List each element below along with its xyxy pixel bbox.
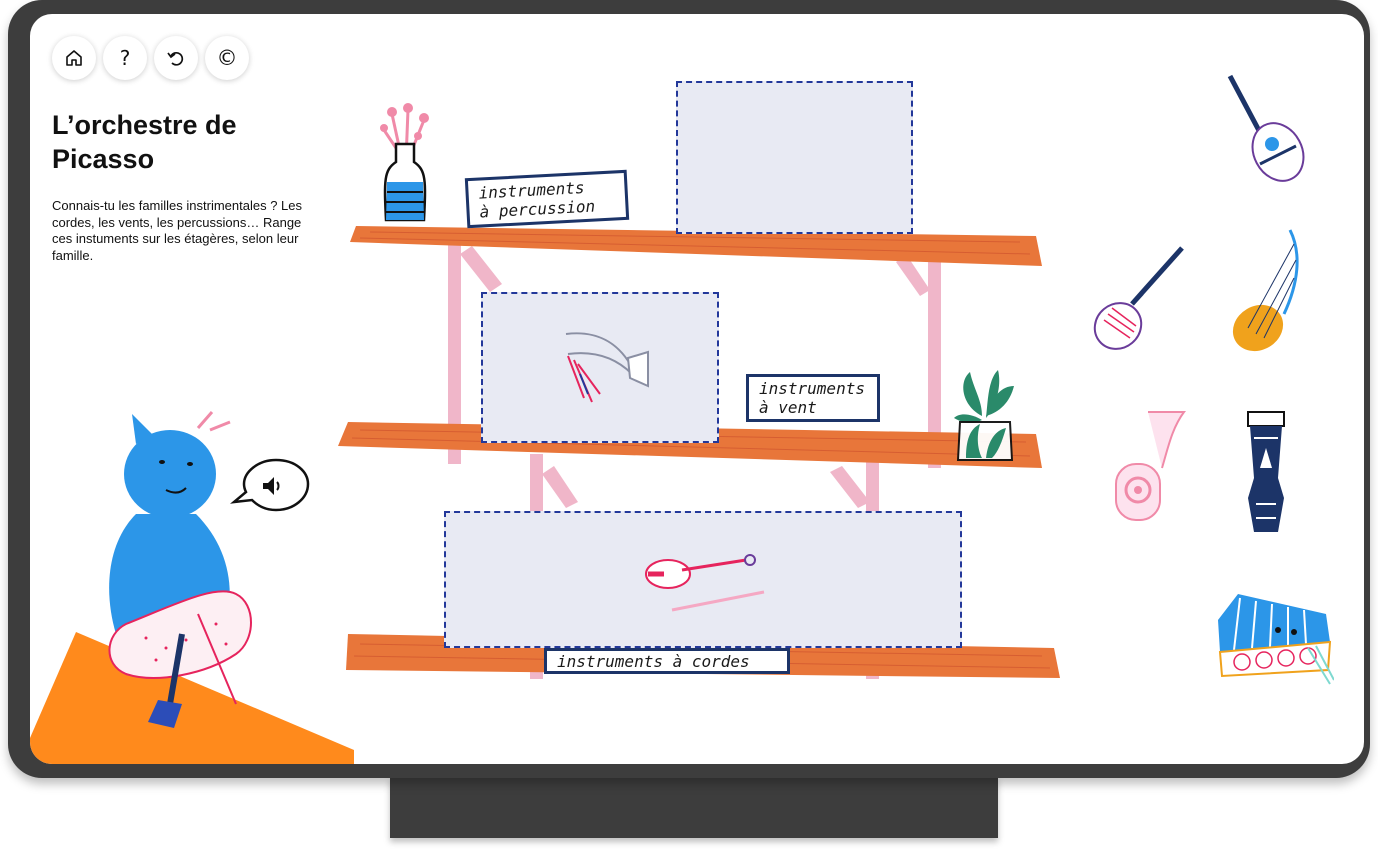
question-icon: ? [119,46,131,70]
instructions-text: Connais-tu les familles instrimentales ?… [52,198,302,263]
credits-button[interactable]: © [205,36,249,80]
dropzone-strings[interactable] [444,511,962,648]
monitor-bezel: ? © L’orchestre de Picasso Connais-tu le… [8,0,1370,778]
bugle-icon[interactable] [558,324,652,410]
potted-plant-icon [954,370,1014,461]
restart-button[interactable] [154,36,198,80]
dropzone-percussion[interactable] [676,81,913,234]
mandolin-icon[interactable] [1220,70,1316,186]
floor-cushion [30,632,354,764]
audio-button[interactable] [230,456,310,516]
lute-icon[interactable] [1084,242,1192,354]
label-strings: instruments à cordes [544,648,790,674]
speaker-icon [263,477,280,495]
copyright-icon: © [216,46,238,70]
tuba-icon[interactable] [1092,408,1188,530]
page-title: L’orchestre de Picasso [52,110,237,174]
monitor-stand [390,776,998,838]
label-wind: instruments à vent [746,374,880,422]
flower-vase-icon [380,103,429,222]
violin-icon[interactable] [642,550,768,614]
harp-lute-icon[interactable] [1228,224,1308,356]
label-wind-line1: instruments [759,379,865,398]
game-screen: ? © L’orchestre de Picasso Connais-tu le… [30,14,1364,764]
label-percussion: instruments à percussion [464,169,630,229]
faun-character [108,411,252,728]
label-wind-line2: à vent [759,398,817,417]
dropzone-wind[interactable] [481,292,719,443]
xylophone-icon[interactable] [1212,590,1334,686]
toolbar: ? © [52,36,249,80]
label-strings-text: instruments à cordes [557,651,750,671]
undo-icon [167,51,184,66]
home-button[interactable] [52,36,96,80]
help-button[interactable]: ? [103,36,147,80]
home-icon [66,50,82,66]
drum-icon[interactable] [1240,408,1292,538]
